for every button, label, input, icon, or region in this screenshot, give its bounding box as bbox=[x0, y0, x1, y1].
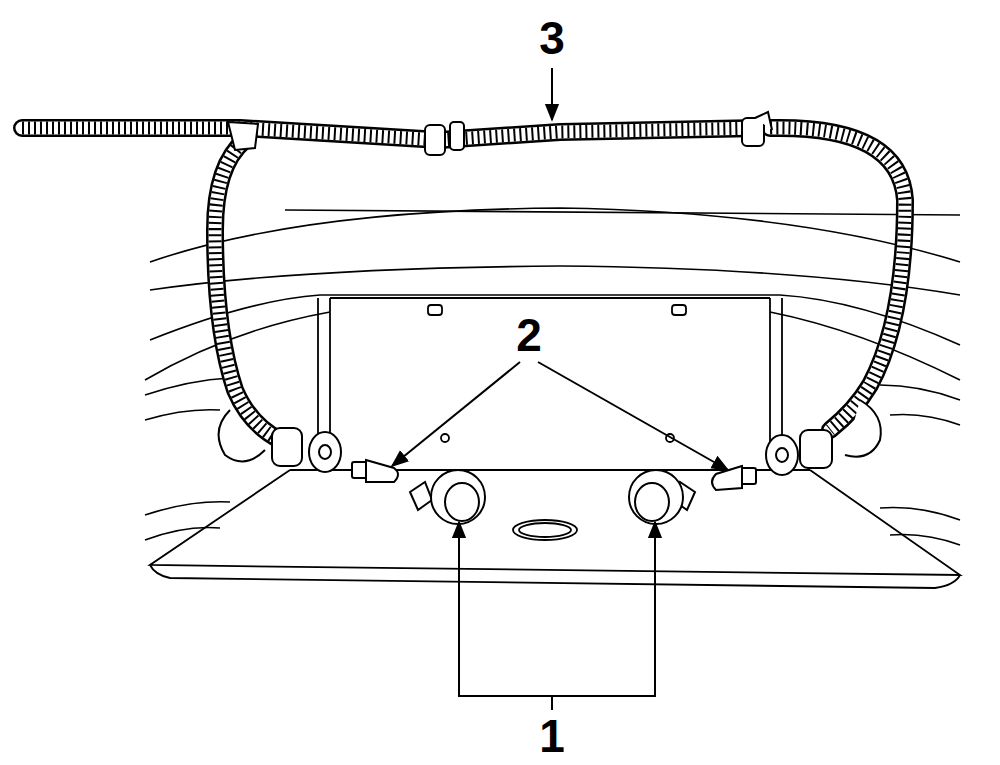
leader-lines bbox=[392, 68, 728, 710]
license-recess bbox=[150, 298, 960, 588]
callout-number: 2 bbox=[516, 312, 542, 358]
socket-right bbox=[766, 400, 881, 475]
harness-clips bbox=[228, 112, 772, 155]
socket-left bbox=[219, 410, 341, 472]
callout-number: 3 bbox=[539, 15, 565, 61]
callout-number: 1 bbox=[539, 713, 565, 759]
bulb bbox=[352, 460, 756, 490]
tailgate-panel bbox=[145, 208, 960, 545]
license-lamp bbox=[410, 470, 695, 524]
wiring-harness bbox=[22, 128, 905, 440]
